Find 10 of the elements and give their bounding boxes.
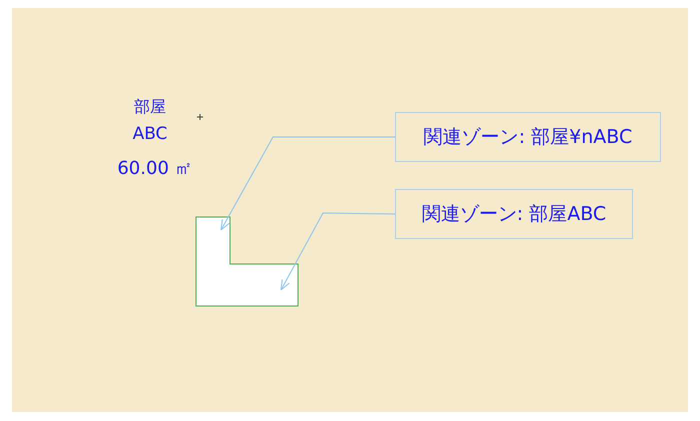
room-label: ABC	[132, 123, 168, 146]
leader-line	[220, 136, 396, 230]
room-label: 60.00 ㎡	[116, 157, 194, 181]
room-outline	[196, 216, 298, 306]
callout-text: 関連ゾーン: 部屋¥nABC	[424, 124, 632, 150]
room-label: 部屋	[133, 96, 167, 118]
callout-text: 関連ゾーン: 部屋ABC	[422, 202, 606, 227]
callout-box	[395, 189, 633, 239]
leader-line	[280, 212, 396, 290]
callout-box	[395, 112, 661, 162]
